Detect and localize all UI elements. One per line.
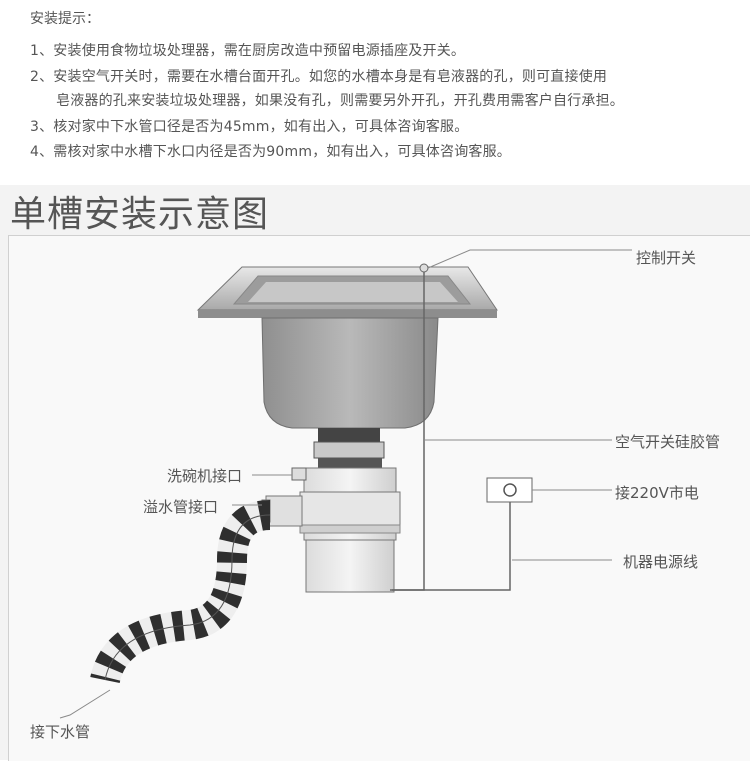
label-dishwasher-port: 洗碗机接口 [167,465,242,486]
disposer-unit [300,468,400,592]
sink-rim [198,267,497,318]
control-switch [420,264,428,272]
label-drain-pipe: 接下水管 [30,721,90,742]
power-socket [487,478,532,502]
machine-power-cord [392,502,510,590]
label-air-switch-tube: 空气开关硅胶管 [615,431,720,452]
overflow-port [266,496,302,526]
sink-bowl [262,318,438,428]
label-overflow-port: 溢水管接口 [143,496,218,517]
dishwasher-port [292,468,306,480]
label-machine-power-cord: 机器电源线 [623,551,698,572]
label-power-220v: 接220V市电 [615,482,699,503]
label-control-switch: 控制开关 [636,247,696,268]
drain-flange [318,428,380,442]
